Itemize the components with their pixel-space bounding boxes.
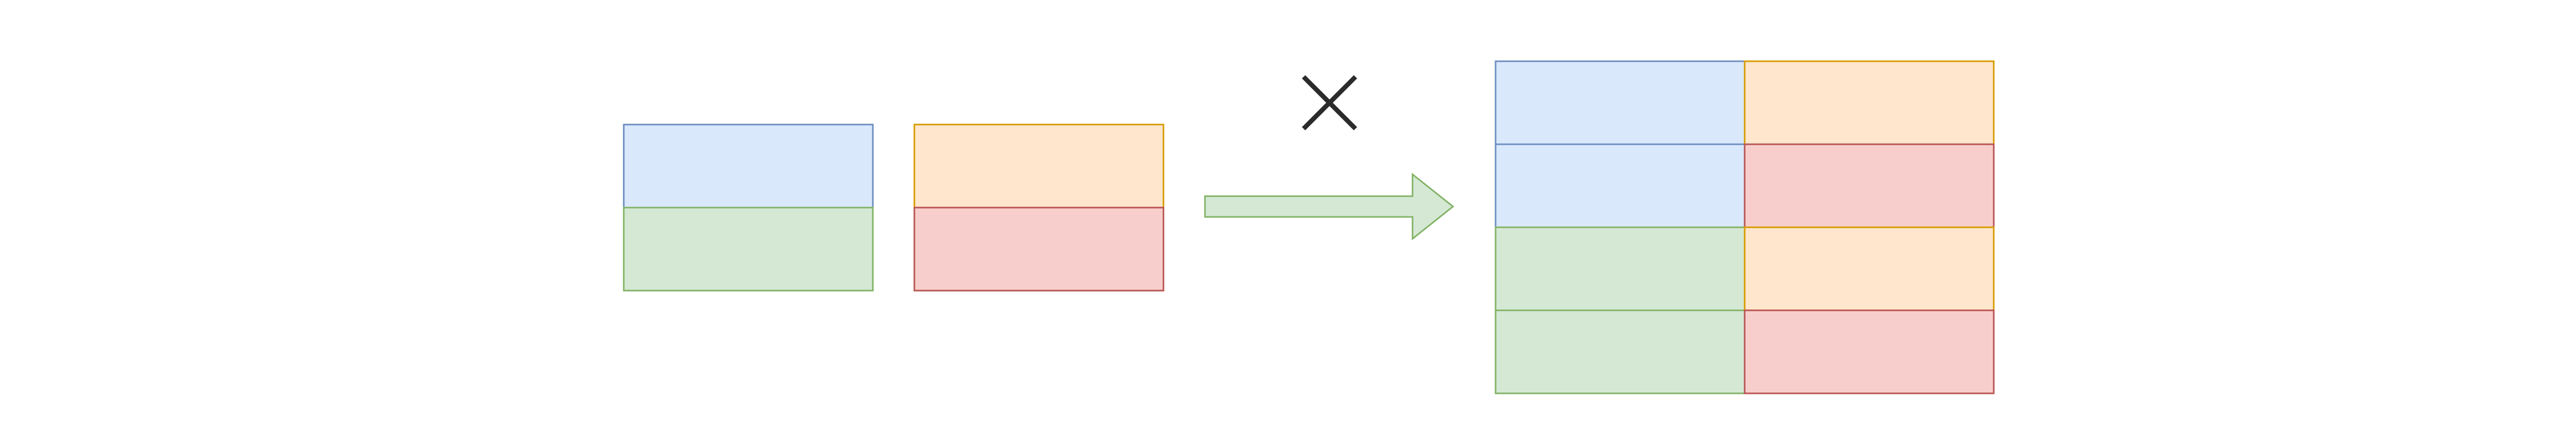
result-cell-right-orange <box>1744 226 1995 311</box>
result-cell-left-green <box>1495 226 1746 311</box>
result-cell-right-orange <box>1744 60 1995 145</box>
arrow-right-icon <box>1204 172 1455 241</box>
cross-operator-icon <box>1301 75 1358 131</box>
right-table-row-red <box>913 207 1164 292</box>
left-table <box>623 124 874 292</box>
result-arrow <box>1204 172 1455 241</box>
right-table-row-orange <box>913 124 1164 209</box>
cross-stroke-b <box>1301 75 1358 131</box>
result-cell-left-blue <box>1495 143 1746 228</box>
result-cell-right-red <box>1744 143 1995 228</box>
left-table-row-green <box>623 207 874 292</box>
right-table <box>913 124 1164 292</box>
result-table <box>1495 60 1995 394</box>
left-table-row-blue <box>623 124 874 209</box>
result-cell-left-blue <box>1495 60 1746 145</box>
result-cell-right-red <box>1744 309 1995 394</box>
result-cell-left-green <box>1495 309 1746 394</box>
